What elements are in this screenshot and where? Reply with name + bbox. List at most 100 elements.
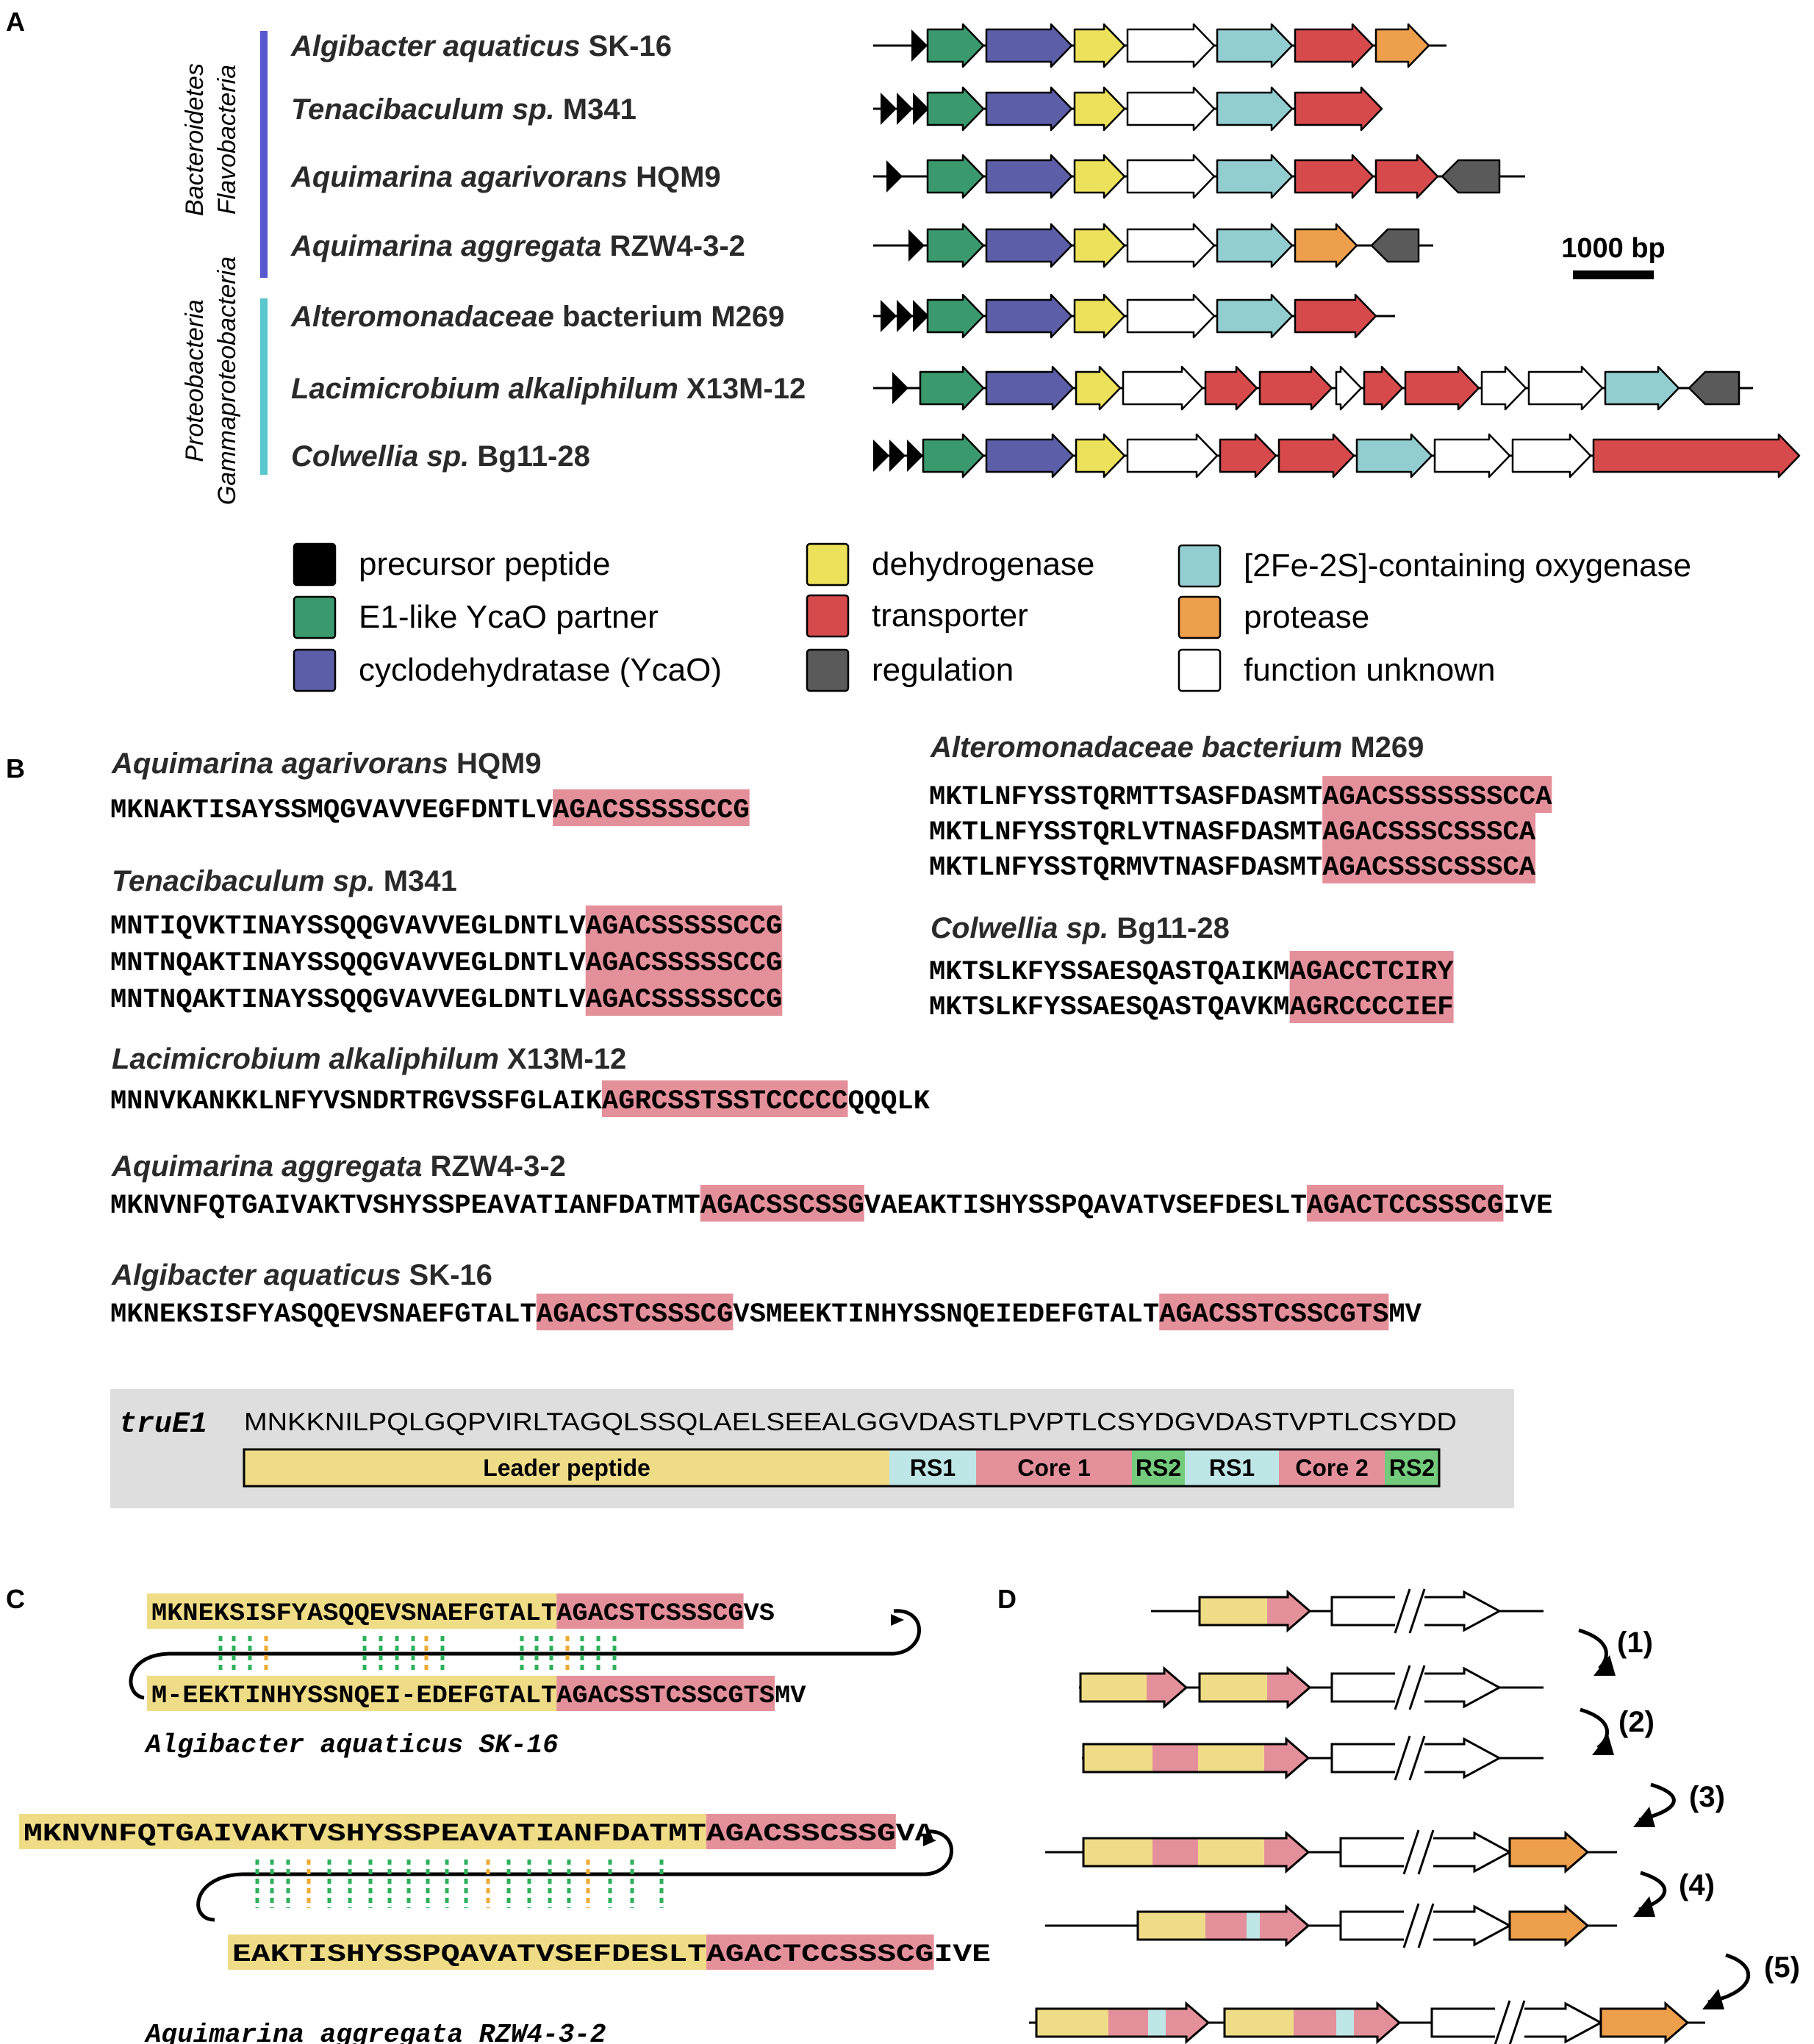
true1-segment-label: RS1: [1209, 1455, 1255, 1481]
legend-swatch-precursor: [293, 542, 337, 587]
sequence-segment: IVE: [1504, 1191, 1553, 1222]
core-peptide-highlight: [536, 1294, 734, 1330]
gene-arrow-dehydro: [1073, 293, 1126, 339]
precursor-gene-arrow: [873, 440, 889, 472]
panel-label-d: D: [997, 1584, 1017, 1614]
gene-segment-leader: [1080, 1674, 1147, 1701]
precursor-sequences: Aquimarina agarivorans HQM9MKNAKTISAYSSM…: [110, 731, 1552, 1330]
gene-segment-core: [1166, 2004, 1208, 2042]
precursor-gene-arrow: [897, 93, 913, 125]
gene-arrow-e1: [926, 86, 985, 132]
gene-segment-core: [1267, 1592, 1310, 1630]
core-sequence: AGACTCCSSSCG: [1307, 1191, 1504, 1222]
aligned-sequence: AGACTCCSSSCG: [706, 1941, 934, 1969]
true1-segment-label: Core 1: [1017, 1455, 1091, 1481]
gene-arrow-transporter: [1294, 23, 1374, 68]
core-peptide-highlight: [700, 1185, 864, 1222]
core-sequence: AGRCSSTSSTCCCCC: [602, 1086, 848, 1117]
true1-segment-label: RS1: [910, 1455, 956, 1481]
step-arrow: [1578, 1628, 1608, 1670]
gene-arrow-transporter: [1294, 86, 1383, 132]
gene-segment-core: [1108, 2009, 1148, 2037]
aligned-sequence: AGACSTCSSSCG: [556, 1600, 743, 1628]
true1-segment: [1132, 1449, 1185, 1486]
gene-arrow-ycao: [985, 223, 1073, 268]
gene-arrow-transporter: [1374, 154, 1439, 199]
gene-segment-leader: [1200, 1597, 1267, 1625]
true1-segment: [976, 1449, 1132, 1486]
gene-arrow-regulation: [1441, 159, 1501, 194]
precursor-gene-arrow: [913, 93, 929, 125]
core-sequence: AGACSSSSSCCG: [586, 985, 783, 1016]
gene-arrow-e1: [919, 365, 985, 411]
gene-arrow-unknown: [1126, 293, 1216, 339]
gene-segment-leader: [1198, 1838, 1264, 1866]
leader-highlight: [19, 1814, 706, 1849]
gene-arrow-e1: [926, 223, 985, 268]
precursor-gene-outline: [1082, 1736, 1311, 1780]
strain-label: Lacimicrobium alkaliphilum X13M-12: [291, 373, 806, 405]
gene-arrow-ycao: [985, 23, 1073, 68]
step-arrowhead: [1592, 1735, 1614, 1755]
aligned-sequence: AGACSSCSSG: [706, 1821, 896, 1848]
gene-segment-leader: [1200, 1674, 1267, 1701]
precursor-gene-outline: [1198, 1665, 1312, 1710]
aligned-sequence: MKNVNFQTGAIVAKTVSHYSSPEAVATIANFDATMT: [24, 1821, 706, 1848]
core-sequence: AGRCCCCIEF: [1290, 992, 1454, 1023]
true1-sequence: MNKKNILPQLGQPVIRLTAGQLSSQLAELSEEALGGVDAS…: [244, 1408, 1457, 1436]
gene-clusters: [873, 23, 1801, 478]
legend-label: function unknown: [1244, 652, 1495, 688]
precursor-gene-arrow: [911, 29, 928, 62]
gap: [1404, 1835, 1433, 1870]
core-peptide-highlight: [1159, 1294, 1389, 1330]
sequence-segment: VSMEEKTINHYSSNQEIEDEFGTALT: [733, 1299, 1159, 1330]
true1-segment: [1279, 1449, 1385, 1486]
precursor-gene-arrow: [892, 372, 908, 404]
gene-arrow-oxygenase: [1216, 23, 1294, 68]
core-highlight: [706, 1814, 896, 1849]
aligned-sequence: VS: [744, 1600, 775, 1628]
gene-arrow-unknown: [1433, 433, 1511, 478]
core-peptide-highlight: [585, 906, 783, 942]
sequence-block-title: Aquimarina agarivorans HQM9: [111, 747, 542, 780]
step-arrowhead: [1633, 1807, 1655, 1827]
core-sequence: AGACSSSSSCCG: [586, 911, 783, 942]
gene-arrow-dehydro: [1073, 23, 1126, 68]
gene-segment-core: [1152, 1838, 1198, 1866]
gene-arrow-transporter: [1294, 293, 1377, 339]
step-arrowhead: [1633, 1896, 1655, 1917]
gene-segment-rs1: [1148, 2009, 1166, 2037]
precursor-gene-outline: [1223, 2001, 1402, 2044]
precursor-gene-outline: [1082, 1830, 1311, 1874]
gene-segment-core: [1205, 1912, 1247, 1940]
gene-arrow-oxygenase: [1216, 293, 1294, 339]
gene-arrow-e1: [926, 293, 985, 339]
sequence-segment: MNTIQVKTINAYSSQQGVAVVEGLDNTLV: [110, 911, 586, 942]
precursor-gene-arrow: [889, 440, 906, 472]
true1-segment-label: Leader peptide: [483, 1455, 650, 1481]
hairpin-connector: [129, 1609, 921, 1700]
sequence-segment: VAEAKTISHYSSPQAVATVSEFDESLT: [864, 1191, 1307, 1222]
gene-segment-core: [1267, 1668, 1310, 1707]
gene-segment-leader: [1198, 1744, 1264, 1772]
panel-a: A Bacteroidetes Flavobacteria Proteobact…: [6, 7, 1801, 692]
gene-segment-core: [1294, 2009, 1336, 2037]
phylum-bacteroidetes: Bacteroidetes: [181, 63, 209, 216]
sequence-segment: MKTSLKFYSSAESQASTQAIKM: [929, 957, 1290, 988]
core-peptide-highlight: [1322, 847, 1536, 883]
core-sequence: AGACSSTCSSCGTS: [1159, 1299, 1388, 1330]
core-sequence: AGACSSSCSSSCA: [1322, 817, 1536, 848]
sequence-segment: MNTNQAKTINAYSSQQGVAVVEGLDNTLV: [110, 948, 586, 979]
gene-arrow-oxygenase: [1216, 223, 1294, 268]
sequence-segment: MKNAKTISAYSSMQGVAVVEGFDNTLV: [110, 795, 553, 826]
gene-arrow-dehydro: [1073, 86, 1126, 132]
gene-arrow-protease: [1294, 223, 1358, 268]
aligned-sequence: MKNEKSISFYASQQEVSNAEFGTALT: [151, 1600, 556, 1628]
gap: [1395, 1593, 1424, 1629]
gene-arrow-transporter: [1277, 433, 1355, 478]
organism-label: Algibacter aquaticus SK-16: [144, 1730, 559, 1760]
precursor-gene-arrow: [881, 93, 897, 125]
sequence-block-title: Tenacibaculum sp. M341: [112, 865, 457, 897]
core-peptide-highlight: [1289, 951, 1454, 988]
